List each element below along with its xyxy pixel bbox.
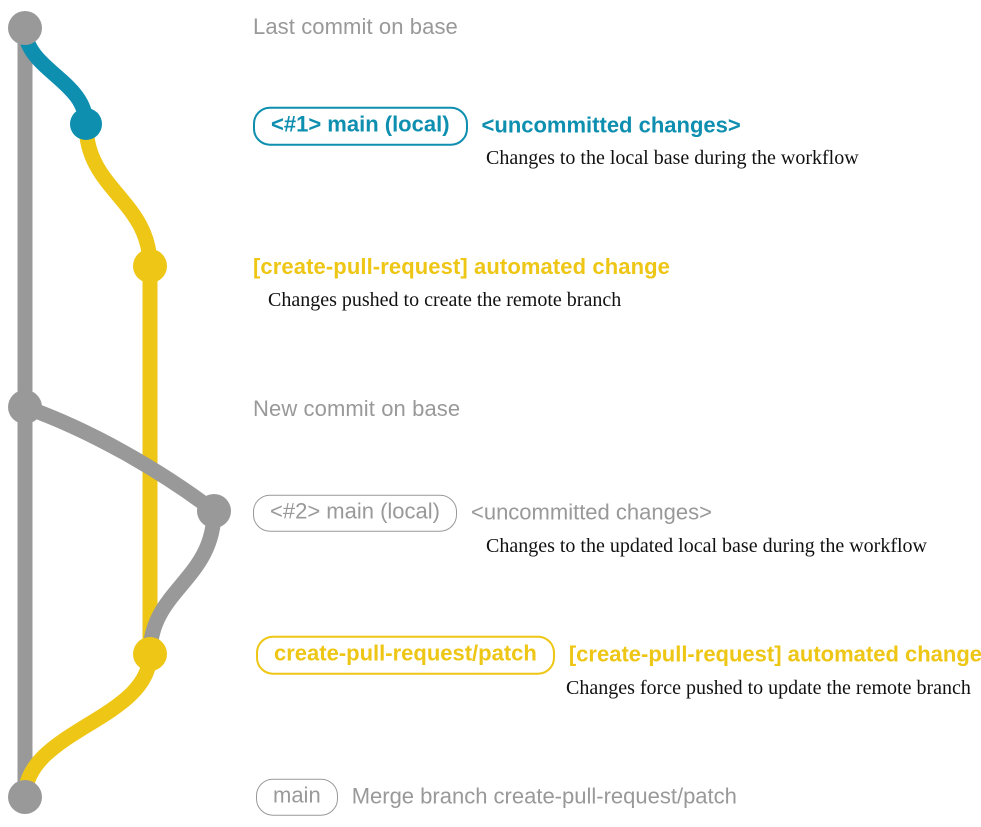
edge-patch-2-to-merge <box>17 646 158 805</box>
commit-node-patch-2[interactable] <box>133 637 167 671</box>
edge-local-1-to-patch-1 <box>78 116 158 274</box>
edge-base-to-local-2 <box>17 399 222 519</box>
commit-row-local-uncommitted-1: <#1> main (local) <uncommitted changes> <box>253 106 741 146</box>
commit-description-automated-change-1: Changes pushed to create the remote bran… <box>268 289 622 311</box>
commit-row-automated-change-2: create-pull-request/patch [create-pull-r… <box>256 635 981 675</box>
commit-description-automated-change-2: Changes force pushed to update the remot… <box>566 677 971 699</box>
commit-node-merge[interactable] <box>8 780 42 814</box>
branch-badge-main-local-2[interactable]: <#2> main (local) <box>253 494 457 532</box>
commit-description-local-uncommitted-1: Changes to the local base during the wor… <box>486 147 859 169</box>
commit-node-base-last[interactable] <box>8 11 42 45</box>
commit-row-local-uncommitted-2: <#2> main (local) <uncommitted changes> <box>253 494 712 532</box>
commit-node-patch-1[interactable] <box>133 249 167 283</box>
branch-badge-create-pull-request-patch[interactable]: create-pull-request/patch <box>256 635 555 675</box>
commit-subject: <uncommitted changes> <box>481 112 741 138</box>
branch-badge-main-local-1[interactable]: <#1> main (local) <box>253 106 468 146</box>
commit-row-last-commit-on-base: Last commit on base <box>253 14 458 40</box>
commit-row-automated-change-1: [create-pull-request] automated change <box>253 254 670 280</box>
commit-node-local-2[interactable] <box>197 494 231 528</box>
commit-subject: Last commit on base <box>253 14 458 39</box>
commit-row-new-commit-on-base: New commit on base <box>253 396 460 422</box>
commit-subject: Merge branch create-pull-request/patch <box>351 783 737 809</box>
edge-base-to-local-1 <box>17 20 94 132</box>
commit-subject: New commit on base <box>253 396 461 421</box>
commit-subject: [create-pull-request] automated change <box>253 254 670 279</box>
commit-node-local-1[interactable] <box>70 108 102 140</box>
commit-row-merge-branch: main Merge branch create-pull-request/pa… <box>256 778 737 816</box>
commit-node-base-new[interactable] <box>8 390 42 424</box>
commit-subject: [create-pull-request] automated change <box>568 641 981 667</box>
branch-badge-main[interactable]: main <box>256 778 338 816</box>
commit-subject: <uncommitted changes> <box>470 499 712 525</box>
commit-description-local-uncommitted-2: Changes to the updated local base during… <box>486 535 927 557</box>
edge-local-2-to-patch-2 <box>142 503 222 662</box>
